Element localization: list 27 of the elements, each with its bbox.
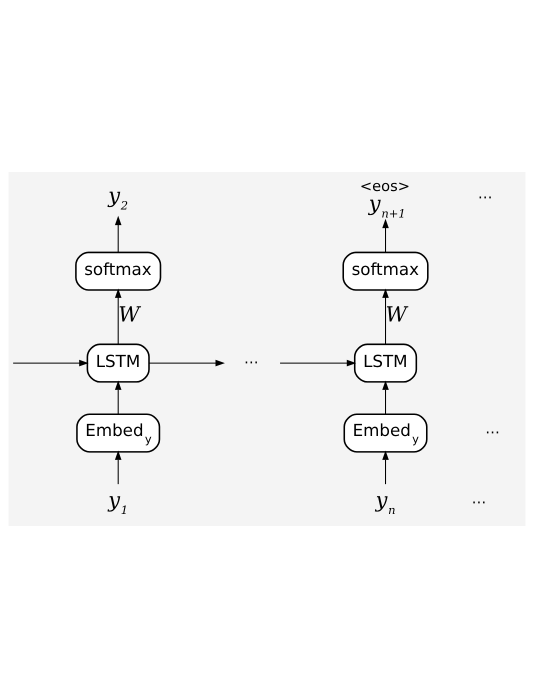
arrow (114, 380, 122, 414)
label: ⋯ (478, 188, 493, 206)
node-box: LSTM (86, 343, 150, 382)
label: ⋯ (472, 493, 486, 510)
arrow (382, 380, 389, 414)
node-text: <eos> y$_{n+1}$ (360, 178, 410, 220)
arrow (149, 359, 225, 366)
node-box: softmax (75, 251, 162, 290)
node-box: Embed$_{y}$ (344, 412, 428, 452)
arrow (382, 288, 389, 344)
node-text: ⋯ (244, 353, 259, 370)
node-text: y$_{n}$ (376, 488, 396, 517)
arrow (114, 450, 122, 484)
arrow (13, 359, 89, 366)
node-text: y$_{2}$ (108, 182, 128, 212)
arrow (382, 450, 389, 484)
arrow (280, 359, 356, 366)
label: ⋯ (485, 423, 500, 440)
node-box: LSTM (354, 343, 418, 382)
edge-label: W (386, 302, 407, 326)
node-box: Embed$_{y}$ (76, 412, 160, 452)
arrow (114, 288, 122, 344)
arrow (114, 215, 122, 252)
arrow (382, 218, 389, 252)
node-box: softmax (342, 251, 429, 290)
node-text: y$_{1}$ (108, 488, 128, 517)
edge-label: W (118, 302, 140, 326)
